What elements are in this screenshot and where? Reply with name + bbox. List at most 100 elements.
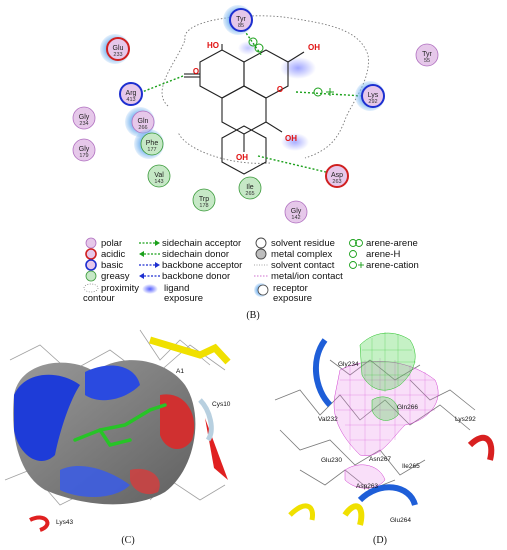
residue-circle	[284, 200, 308, 224]
panel-d-label-val232: Val232	[318, 416, 338, 423]
residue-name: Gln	[138, 118, 149, 125]
legend-backbone-acceptor-label: backbone acceptor	[162, 260, 242, 271]
legend-solvent-contact-label: solvent contact	[271, 260, 335, 271]
arene-cation-icon	[313, 87, 334, 97]
residue-number: 292	[368, 99, 377, 105]
residue-number: 178	[199, 203, 208, 209]
panel-d-label-asn267: Asn267	[369, 456, 391, 463]
legend-sidechain-acceptor-label: sidechain acceptor	[162, 238, 241, 249]
residue-number: 143	[154, 179, 163, 185]
residue-name: Tyr	[422, 51, 432, 58]
legend-arene-arene-label: arene-arene	[366, 238, 418, 249]
atom-oh-right: OH	[308, 43, 320, 52]
residue-disc: Gly234	[72, 106, 96, 130]
legend-receptor-exposure-swatch	[254, 283, 269, 297]
residue-number: 233	[113, 52, 122, 58]
legend-arene-arene-swatch	[349, 239, 363, 247]
legend-arene-cation-label: arene-cation	[366, 260, 419, 271]
residue-number: 263	[332, 179, 341, 185]
panel-d-mesh-view: Gly234 Gln266 Lys292 Val232 Glu230 Asn26…	[262, 325, 507, 530]
panel-d-label-gly234: Gly234	[338, 361, 359, 368]
ligand-exposure-blob	[281, 133, 309, 151]
panel-label-c: (C)	[121, 535, 134, 546]
legend-sidechain-donor-swatch	[139, 251, 160, 257]
legend-arene-h-swatch	[349, 250, 357, 258]
legend-sidechain-acceptor-swatch	[139, 240, 160, 246]
residue-name: Asp	[331, 172, 343, 179]
legend-arene-h-label: arene-H	[366, 249, 400, 260]
residue-number: 179	[79, 153, 88, 159]
atom-o-carbonyl: O	[193, 67, 199, 76]
panel-label-d: (D)	[373, 535, 387, 546]
panel-d-label-gln266: Gln266	[397, 404, 418, 411]
panel-c-label-a1: A1	[176, 368, 184, 375]
residue-circle	[72, 106, 96, 130]
atom-oh-bottom: OH	[236, 153, 248, 162]
legend-backbone-donor-swatch	[139, 273, 160, 279]
legend-proximity-line2: contour	[83, 293, 115, 304]
atom-oh-mid: OH	[285, 134, 297, 143]
legend-metal-complex-label: metal complex	[271, 249, 332, 260]
proximity-contour	[161, 15, 369, 164]
residue-circle	[361, 84, 385, 108]
residue-number: 413	[126, 97, 135, 103]
ligand-exposure-blob	[238, 41, 258, 55]
residue-number: 85	[238, 23, 244, 29]
residue-circle	[192, 188, 216, 212]
panel-d-label-lys292: Lys292	[455, 416, 476, 423]
residue-circle	[106, 37, 130, 61]
residue-name: Gly	[79, 146, 90, 153]
residue-circle	[72, 138, 96, 162]
residue-name: Gly	[291, 208, 302, 215]
legend-acidic-swatch	[85, 248, 97, 260]
residue-name: Gly	[79, 114, 90, 121]
residue-disc: Lys292	[355, 81, 385, 111]
legend-greasy-swatch	[85, 270, 97, 282]
legend-metal-contact-label: metal/ion contact	[271, 271, 343, 282]
legend-polar-swatch	[85, 237, 97, 249]
legend-acidic-label: acidic	[101, 249, 126, 260]
legend-solvent-residue-swatch	[255, 237, 267, 249]
residue-circle	[147, 164, 171, 188]
residue-circle	[140, 132, 164, 156]
legend-polar-label: polar	[101, 238, 122, 249]
residue-circle	[119, 82, 143, 106]
panel-d-label-glu230: Glu230	[321, 457, 342, 464]
panel-c-label-lys: Lys43	[56, 519, 73, 526]
residue-name: Phe	[146, 140, 159, 147]
atom-ho-top: HO	[207, 41, 219, 50]
legend-basic-label: basic	[101, 260, 123, 271]
residue-number: 55	[424, 58, 430, 64]
legend-arene-cation-swatch	[349, 261, 364, 269]
legend-ligand-exposure-line1: ligand	[164, 283, 189, 294]
residue-name: Trp	[199, 196, 209, 203]
residue-number: 234	[79, 121, 88, 127]
legend-metal-complex-swatch	[255, 248, 267, 260]
panel-d-label-glu264: Glu264	[390, 517, 411, 524]
residue-circle	[238, 176, 262, 200]
residue-disc: Asp263	[325, 164, 349, 188]
arene-arene-icon	[248, 37, 264, 53]
legend-receptor-exposure-line1: receptor	[273, 283, 308, 294]
residue-name: Tyr	[236, 16, 246, 23]
legend-backbone-acceptor-swatch	[139, 262, 160, 268]
residue-name: Val	[154, 172, 164, 179]
legend-solvent-residue-label: solvent residue	[271, 238, 335, 249]
legend-ligand-exposure-swatch	[142, 284, 158, 294]
legend-sidechain-donor-label: sidechain donor	[162, 249, 229, 260]
residue-circle	[325, 164, 349, 188]
legend-ligand-exposure-line2: exposure	[164, 293, 203, 304]
residue-name: Arg	[126, 90, 137, 97]
residue-number: 177	[147, 147, 156, 153]
atom-o-ring: O	[277, 85, 283, 94]
